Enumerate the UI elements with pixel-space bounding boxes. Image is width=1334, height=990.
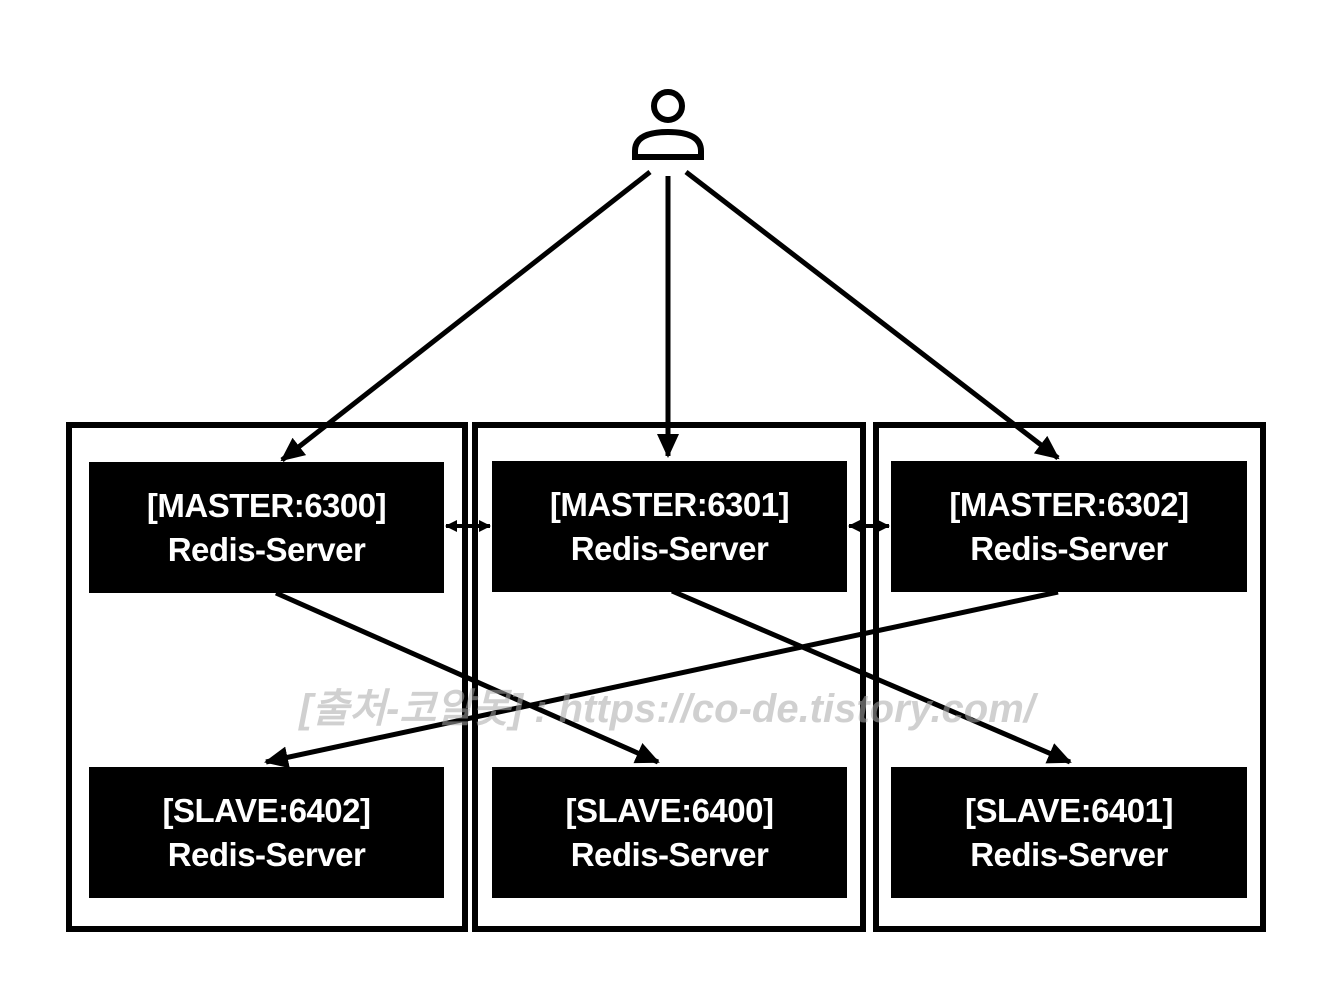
master-node-6301: [MASTER:6301] Redis-Server [492, 461, 847, 592]
node-subtitle: Redis-Server [167, 835, 366, 873]
client-to-master-6300-arrow [280, 170, 652, 462]
node-subtitle: Redis-Server [970, 529, 1168, 567]
node-subtitle: Redis-Server [970, 835, 1168, 873]
node-subtitle: Redis-Server [167, 530, 366, 568]
node-title: [SLAVE:6402] [162, 791, 371, 829]
node-title: [SLAVE:6401] [965, 791, 1173, 829]
master-node-6300: [MASTER:6300] Redis-Server [89, 462, 444, 593]
node-title: [MASTER:6301] [549, 485, 790, 523]
slave-node-6402: [SLAVE:6402] Redis-Server [89, 767, 444, 898]
master-6302-to-slave-6402-arrow [264, 589, 1059, 769]
slave-node-6401: [SLAVE:6401] Redis-Server [891, 767, 1247, 898]
user-icon [632, 89, 704, 160]
client-to-master-6302-arrow [684, 170, 1060, 460]
node-title: [MASTER:6302] [949, 485, 1189, 523]
slave-node-6400: [SLAVE:6400] Redis-Server [492, 767, 847, 898]
master-node-6302: [MASTER:6302] Redis-Server [891, 461, 1247, 592]
group-frame-1 [66, 422, 468, 932]
node-title: [SLAVE:6400] [565, 791, 774, 829]
node-subtitle: Redis-Server [570, 835, 769, 873]
master-6301-to-slave-6401-arrow [671, 588, 1072, 765]
node-subtitle: Redis-Server [570, 529, 769, 567]
group-frame-3 [873, 422, 1266, 932]
node-title: [MASTER:6300] [146, 486, 387, 524]
group-frame-2 [472, 422, 866, 932]
